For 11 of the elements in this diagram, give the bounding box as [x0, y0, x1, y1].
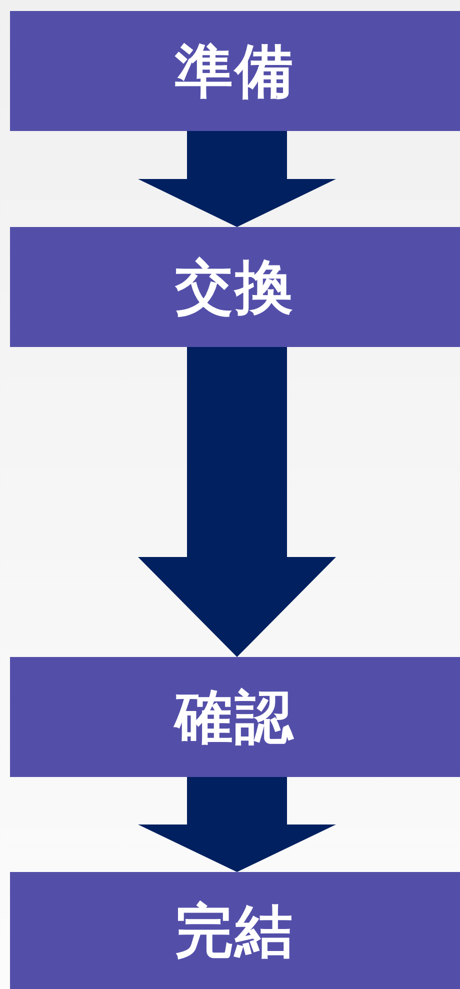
step-box: [10, 872, 460, 989]
block-arrow: [138, 777, 336, 872]
step-box: [10, 657, 460, 777]
block-arrow: [138, 131, 336, 227]
step-box: [10, 227, 460, 347]
step-label: 確認: [175, 688, 295, 746]
block-arrow: [138, 347, 336, 657]
step-label: 準備: [175, 42, 295, 100]
step-label: 完結: [175, 902, 295, 960]
step-box: [10, 11, 460, 131]
step-label: 交換: [175, 258, 295, 316]
